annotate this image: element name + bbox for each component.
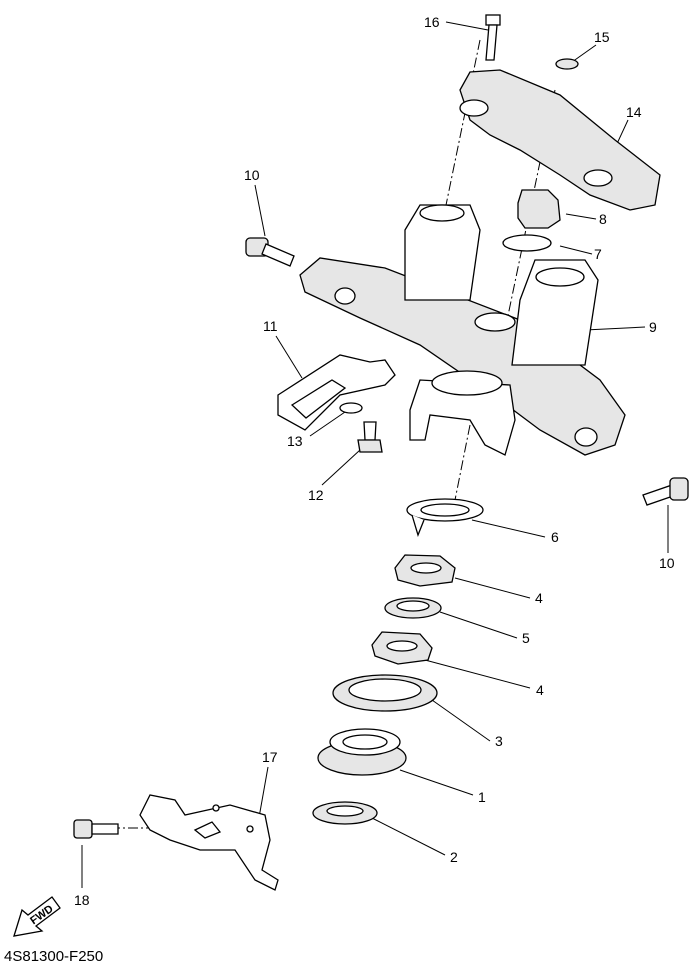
bolt-10-left xyxy=(245,237,295,267)
under-bracket-9 xyxy=(299,204,626,456)
seal-6 xyxy=(406,498,484,537)
cover-3 xyxy=(332,674,438,712)
bolt-18 xyxy=(73,819,119,839)
callout-2: 2 xyxy=(450,849,458,865)
ring-nut-4-lower xyxy=(371,631,433,665)
callout-12: 12 xyxy=(308,487,324,503)
callout-8: 8 xyxy=(599,211,607,227)
bolt-16 xyxy=(485,14,501,61)
washer-5 xyxy=(384,597,442,619)
callout-9: 9 xyxy=(649,319,657,335)
bracket-11 xyxy=(277,354,396,431)
callout-7: 7 xyxy=(594,246,602,262)
washer-13 xyxy=(339,402,363,414)
washer-15 xyxy=(555,58,579,70)
callout-5: 5 xyxy=(522,630,530,646)
callout-14: 14 xyxy=(626,104,642,120)
callout-6: 6 xyxy=(551,529,559,545)
nut-8 xyxy=(517,189,561,229)
bolt-12 xyxy=(357,421,383,453)
bracket-17 xyxy=(139,794,279,891)
handlebar-holder-14 xyxy=(459,69,661,211)
callout-10: 10 xyxy=(244,167,260,183)
callout-10-right: 10 xyxy=(659,555,675,571)
callout-15: 15 xyxy=(594,29,610,45)
fwd-arrow-icon: FWD xyxy=(13,896,61,937)
callout-16: 16 xyxy=(424,14,440,30)
callout-4-lower: 4 xyxy=(536,682,544,698)
callout-13: 13 xyxy=(287,433,303,449)
seal-2 xyxy=(312,801,378,825)
callout-4-upper: 4 xyxy=(535,590,543,606)
callout-1: 1 xyxy=(478,789,486,805)
washer-7 xyxy=(502,234,552,252)
callout-11: 11 xyxy=(263,318,278,334)
diagram-code: 4S81300-F250 xyxy=(4,948,104,965)
callout-17: 17 xyxy=(262,749,278,765)
ring-nut-4-upper xyxy=(394,554,456,587)
callout-3: 3 xyxy=(495,733,503,749)
bearing-1 xyxy=(317,728,407,776)
bolt-10-right xyxy=(642,477,689,506)
callout-18: 18 xyxy=(74,892,90,908)
